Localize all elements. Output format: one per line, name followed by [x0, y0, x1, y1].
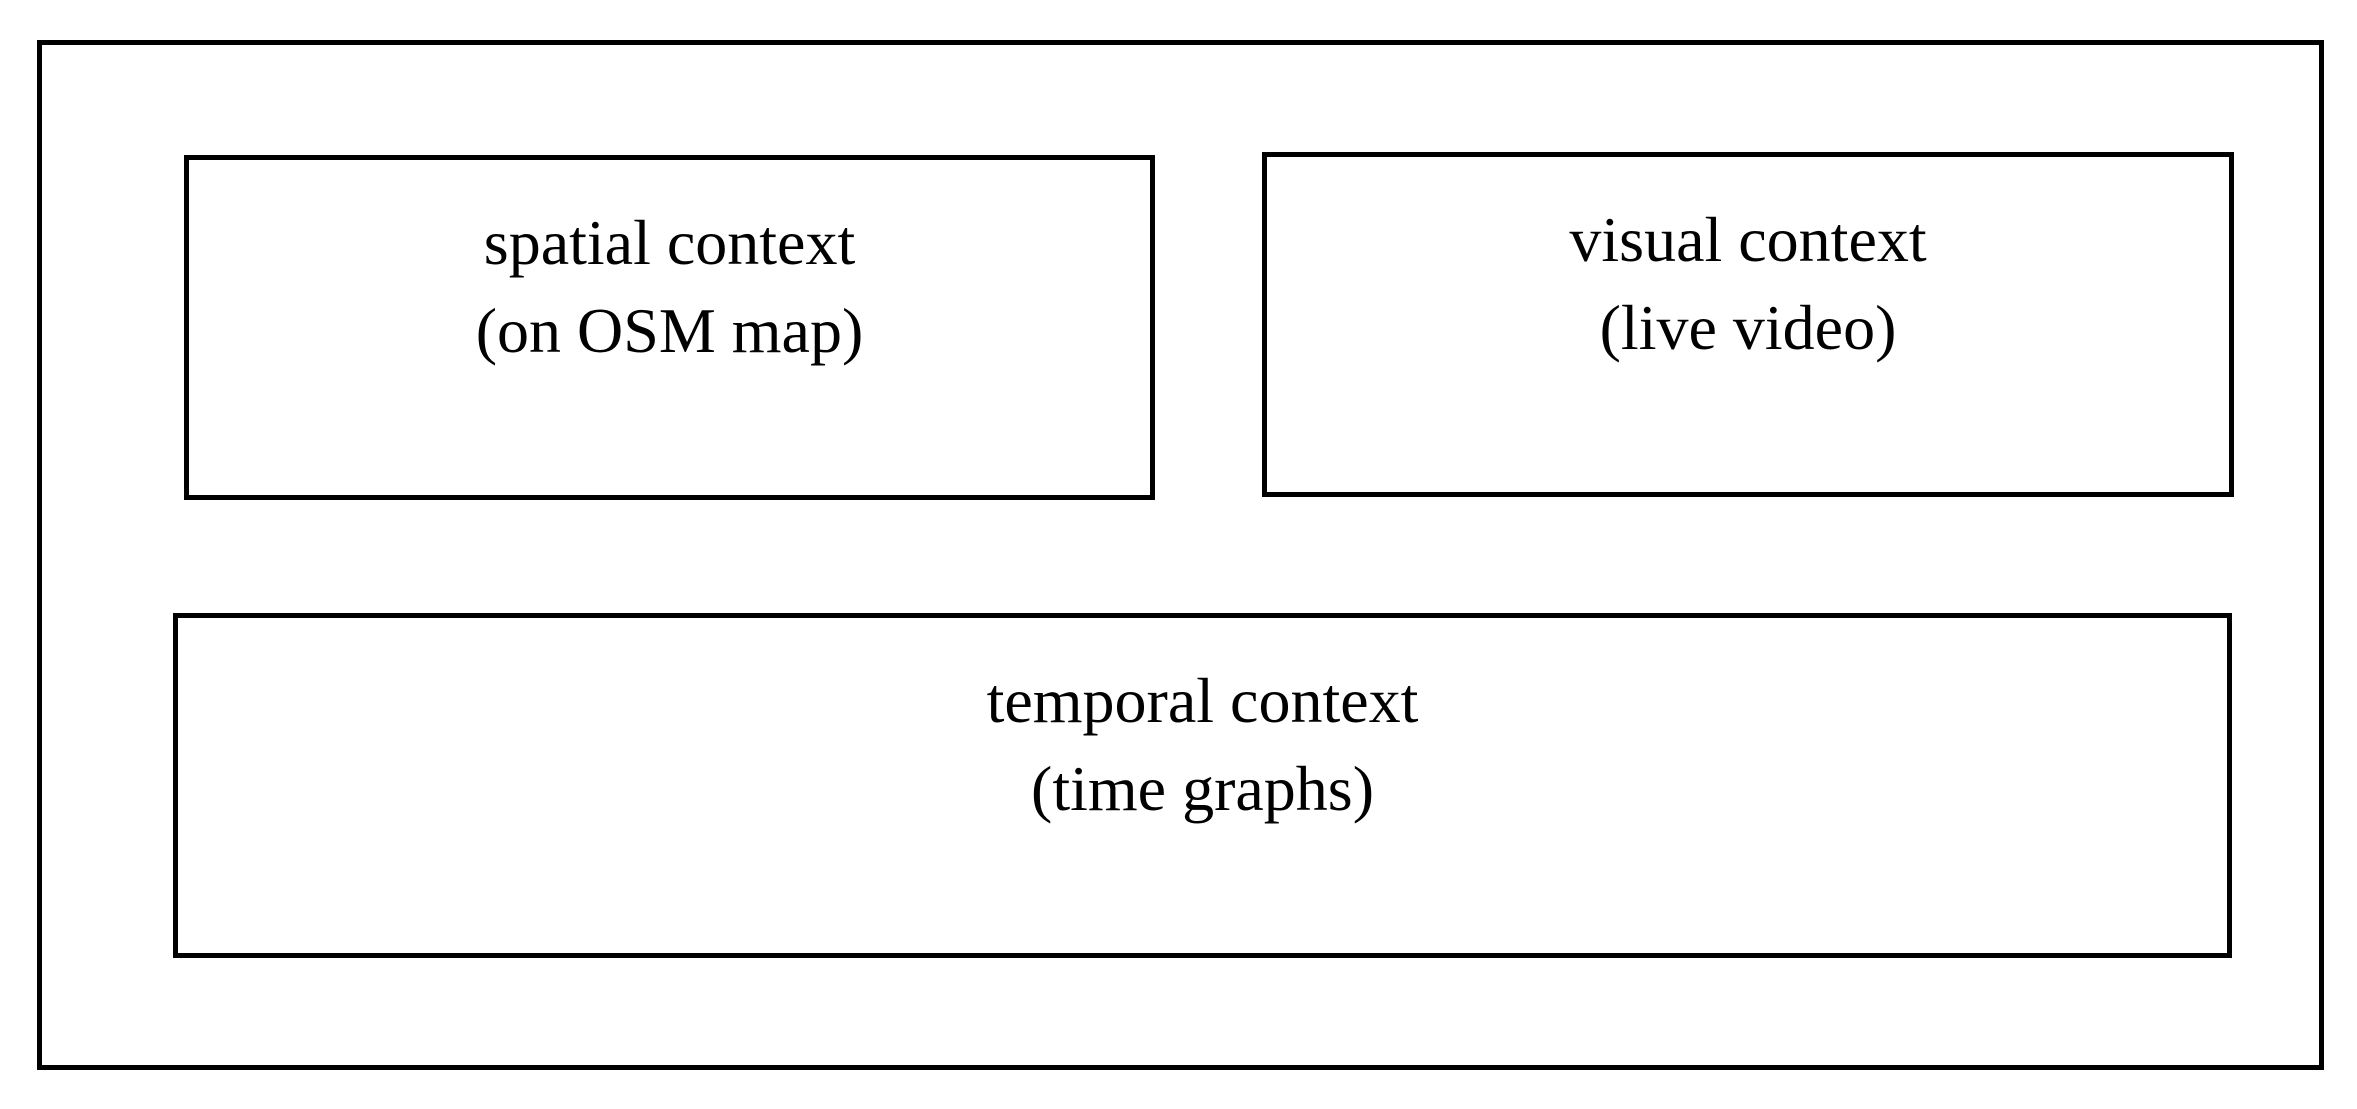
temporal-context-panel: temporal context (time graphs) [173, 613, 2232, 958]
visual-context-title: visual context [1569, 203, 1927, 275]
spatial-context-panel: spatial context (on OSM map) [184, 155, 1155, 500]
visual-context-subtitle: (live video) [1599, 291, 1897, 363]
dashboard-frame [37, 40, 2324, 1070]
visual-context-panel: visual context (live video) [1262, 152, 2234, 497]
spatial-context-title: spatial context [483, 206, 856, 278]
spatial-context-subtitle: (on OSM map) [475, 294, 864, 366]
temporal-context-title: temporal context [986, 664, 1419, 736]
temporal-context-subtitle: (time graphs) [1031, 752, 1374, 824]
